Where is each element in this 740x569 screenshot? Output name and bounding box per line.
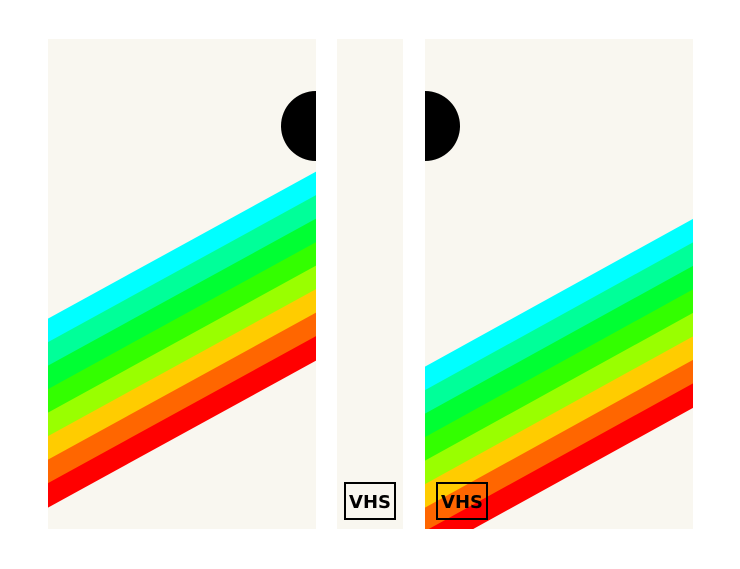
front-rainbow-stripes bbox=[48, 171, 316, 508]
front-stripe-4 bbox=[48, 242, 316, 414]
front-stripe-8 bbox=[48, 336, 316, 508]
front-stripe-3 bbox=[48, 218, 316, 391]
back-stripe-8 bbox=[428, 383, 693, 529]
back-stripe-6 bbox=[425, 336, 693, 509]
back-stripe-4 bbox=[425, 289, 693, 462]
front-stripe-1 bbox=[48, 171, 316, 344]
front-stripe-5 bbox=[48, 265, 316, 438]
spine-panel bbox=[337, 39, 403, 529]
spine-vhs-label-box bbox=[344, 482, 396, 520]
front-stripe-6 bbox=[48, 289, 316, 461]
back-stripe-3 bbox=[425, 265, 693, 439]
back-vhs-label-box bbox=[436, 482, 488, 520]
front-cover bbox=[48, 39, 316, 529]
spine: VHS bbox=[337, 39, 403, 529]
front-stripe-7 bbox=[48, 312, 316, 485]
front-stripe-2 bbox=[48, 195, 316, 367]
back-stripe-1 bbox=[425, 218, 693, 392]
back-stripe-2 bbox=[425, 242, 693, 415]
back-stripe-5 bbox=[425, 312, 693, 486]
back-rainbow-stripes bbox=[425, 218, 693, 529]
back-vhs-label: VHS bbox=[441, 492, 483, 513]
back-cover: VHS bbox=[425, 39, 693, 529]
spine-vhs-label: VHS bbox=[349, 492, 391, 513]
back-half-circle bbox=[425, 91, 460, 161]
back-stripe-7 bbox=[425, 359, 693, 529]
front-half-circle bbox=[281, 91, 316, 161]
